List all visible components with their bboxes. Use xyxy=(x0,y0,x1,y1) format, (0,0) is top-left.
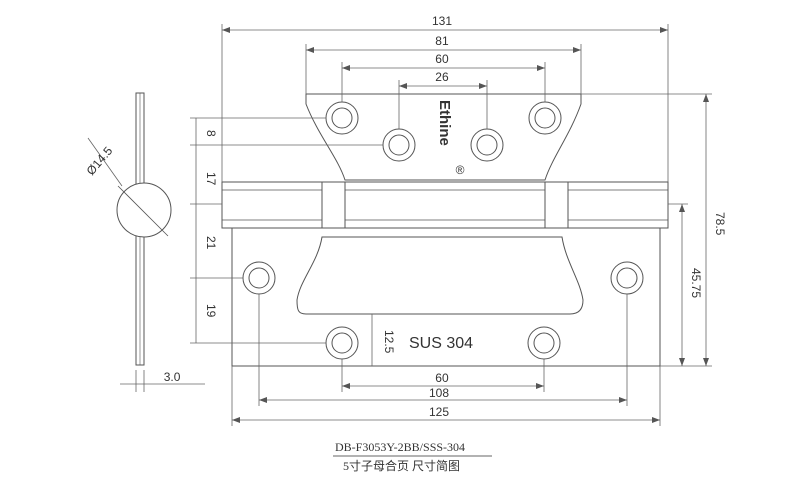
dimension-lines xyxy=(190,24,712,426)
knuckle-barrel xyxy=(221,181,669,229)
dim-131: 131 xyxy=(432,14,452,28)
leaf-cutout xyxy=(296,236,584,315)
dim-19: 19 xyxy=(204,304,218,318)
dim-21: 21 xyxy=(204,236,218,250)
dim-60-top: 60 xyxy=(435,52,449,66)
knuckle-segment-right xyxy=(544,181,569,229)
knuckle-diameter-line xyxy=(117,185,169,237)
upper-leaf xyxy=(305,93,582,181)
caption-description: 5寸子母合页 尺寸简图 xyxy=(343,458,460,473)
dim-108: 108 xyxy=(429,386,449,400)
dim-125: 125 xyxy=(429,405,449,419)
dim-8: 8 xyxy=(204,130,218,137)
dim-81: 81 xyxy=(435,34,449,48)
thickness-label: 3.0 xyxy=(164,370,181,384)
dim-45-75: 45.75 xyxy=(689,268,703,298)
knuckle-diameter-label: Ø14.5 xyxy=(84,144,116,178)
dim-26: 26 xyxy=(435,70,449,84)
dim-60-bottom: 60 xyxy=(435,371,449,385)
material-label: SUS 304 xyxy=(409,335,473,352)
brand-mark: ® xyxy=(456,163,465,177)
side-view xyxy=(87,92,205,392)
brand-logo: Ethine xyxy=(436,100,453,146)
knuckle-segment-left xyxy=(321,181,346,229)
model-number: DB-F3053Y-2BB/SSS-304 xyxy=(335,440,465,454)
dim-12-5: 12.5 xyxy=(382,330,396,354)
dim-17: 17 xyxy=(204,172,218,186)
dim-78-5: 78.5 xyxy=(713,212,727,236)
knuckle-circle xyxy=(116,182,172,238)
dimension-arrows xyxy=(222,27,709,423)
knuckle-leader xyxy=(87,137,123,187)
